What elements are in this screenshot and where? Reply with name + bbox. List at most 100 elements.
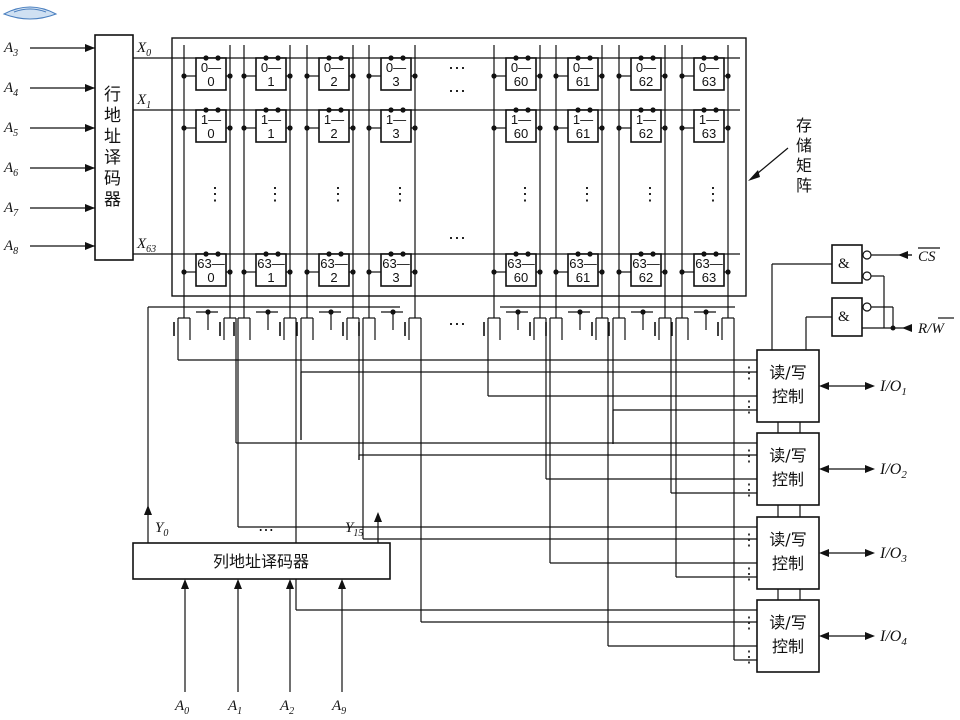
- memory-cell: 1—61: [553, 107, 605, 143]
- memory-cell: 63—62: [616, 251, 668, 287]
- svg-text:1—: 1—: [386, 112, 406, 127]
- svg-text:0: 0: [207, 126, 214, 141]
- svg-text:控制: 控制: [772, 387, 804, 406]
- svg-text:63—: 63—: [569, 256, 596, 271]
- rw-input-ellipsis: ⋮: [741, 615, 757, 632]
- svg-text:0—: 0—: [201, 60, 221, 75]
- row-line-x63: X63: [136, 236, 156, 255]
- memory-cell: 63—1: [241, 251, 293, 287]
- memory-cell: 1—60: [491, 107, 543, 143]
- row-input-a6: A6: [3, 160, 18, 179]
- svg-text:62: 62: [639, 270, 653, 285]
- cs-label: CS: [918, 249, 936, 265]
- memory-cell: 0—61: [553, 55, 605, 91]
- svg-text:0—: 0—: [636, 60, 656, 75]
- col-input-a1: A1: [227, 698, 242, 717]
- rw-input-ellipsis: ⋮: [741, 566, 757, 583]
- and-gate-bottom-symbol: &: [838, 309, 850, 325]
- and-gate-bottom: [831, 297, 863, 337]
- svg-text:0—: 0—: [573, 60, 593, 75]
- col-decoder-output-y0: Y0: [155, 520, 168, 539]
- memory-cell: 1—0: [181, 107, 233, 143]
- svg-text:2: 2: [330, 126, 337, 141]
- svg-text:62: 62: [639, 126, 653, 141]
- svg-text:63—: 63—: [197, 256, 224, 271]
- control-gates: & & CS R/W: [771, 244, 954, 350]
- svg-text:2: 2: [330, 270, 337, 285]
- io-label-3: I/O3: [879, 545, 907, 565]
- memory-cell: 63—63: [679, 251, 731, 287]
- memory-cell: 0—63: [679, 55, 731, 91]
- svg-text:60: 60: [514, 126, 528, 141]
- col-decoder-box: [132, 542, 391, 580]
- svg-text:读/写: 读/写: [769, 530, 806, 549]
- svg-text:3: 3: [392, 74, 399, 89]
- publisher-logo: [2, 6, 58, 20]
- matrix-v-ellipsis: ⋮: [206, 184, 224, 204]
- io-label-4: I/O4: [879, 628, 907, 648]
- storage-matrix: X0X1X630—00—10—20—30—600—610—620—631—01—…: [133, 37, 817, 305]
- memory-cell: 1—2: [304, 107, 356, 143]
- matrix-v-ellipsis: ⋮: [266, 184, 284, 204]
- svg-text:63: 63: [702, 126, 716, 141]
- rw-label: R/W: [917, 321, 945, 337]
- row-address-decoder: 行 地 址 译 码 器: [94, 34, 134, 261]
- memory-cell: 1—62: [616, 107, 668, 143]
- row-input-a5: A5: [3, 120, 18, 139]
- svg-text:1—: 1—: [261, 112, 281, 127]
- memory-cell: 0—2: [304, 55, 356, 91]
- and-gate-top: [831, 244, 863, 284]
- memory-cell: 63—2: [304, 251, 356, 287]
- svg-text:62: 62: [639, 74, 653, 89]
- and-gate-top-symbol: &: [838, 256, 850, 272]
- svg-text:0—: 0—: [261, 60, 281, 75]
- svg-text:63—: 63—: [320, 256, 347, 271]
- svg-text:61: 61: [576, 74, 590, 89]
- svg-text:控制: 控制: [772, 637, 804, 656]
- svg-text:控制: 控制: [772, 554, 804, 573]
- svg-text:63—: 63—: [632, 256, 659, 271]
- svg-text:61: 61: [576, 270, 590, 285]
- svg-text:2: 2: [330, 74, 337, 89]
- memory-cell: 0—62: [616, 55, 668, 91]
- rw-input-ellipsis: ⋮: [741, 649, 757, 666]
- matrix-v-ellipsis: ⋮: [641, 184, 659, 204]
- rw-input-ellipsis: ⋮: [741, 448, 757, 465]
- svg-text:60: 60: [514, 270, 528, 285]
- svg-text:1—: 1—: [324, 112, 344, 127]
- rw-input-ellipsis: ⋮: [741, 365, 757, 382]
- rw-input-ellipsis: ⋮: [741, 532, 757, 549]
- memory-cell: 63—60: [491, 251, 543, 287]
- col-decoder-label: 列地址译码器: [213, 552, 309, 571]
- matrix-label: 存 储 矩 阵: [796, 116, 817, 195]
- row-line-x1: X1: [136, 92, 151, 111]
- svg-text:0: 0: [207, 74, 214, 89]
- matrix-frame: [171, 37, 747, 297]
- row-input-a7: A7: [3, 200, 19, 219]
- memory-cell: 63—0: [181, 251, 233, 287]
- matrix-h-ellipsis: ⋯: [448, 228, 466, 248]
- memory-cell: 1—3: [366, 107, 418, 143]
- memory-cell: 1—63: [679, 107, 731, 143]
- row-input-a4: A4: [3, 80, 18, 99]
- row-line-x0: X0: [136, 40, 151, 59]
- svg-text:3: 3: [392, 270, 399, 285]
- svg-text:63—: 63—: [382, 256, 409, 271]
- memory-cell: 0—1: [241, 55, 293, 91]
- svg-text:0—: 0—: [511, 60, 531, 75]
- col-input-a0: A0: [174, 698, 189, 717]
- matrix-v-ellipsis: ⋮: [391, 184, 409, 204]
- svg-text:3: 3: [392, 126, 399, 141]
- matrix-v-ellipsis: ⋮: [704, 184, 722, 204]
- svg-text:控制: 控制: [772, 470, 804, 489]
- rw-input-ellipsis: ⋮: [741, 399, 757, 416]
- svg-text:63—: 63—: [257, 256, 284, 271]
- rw-control-block-2: 读/写控制⋮⋮I/O2: [740, 432, 907, 517]
- matrix-v-ellipsis: ⋮: [578, 184, 596, 204]
- svg-text:61: 61: [576, 126, 590, 141]
- svg-text:1—: 1—: [636, 112, 656, 127]
- svg-text:60: 60: [514, 74, 528, 89]
- transistor-ellipsis: ⋯: [448, 314, 466, 334]
